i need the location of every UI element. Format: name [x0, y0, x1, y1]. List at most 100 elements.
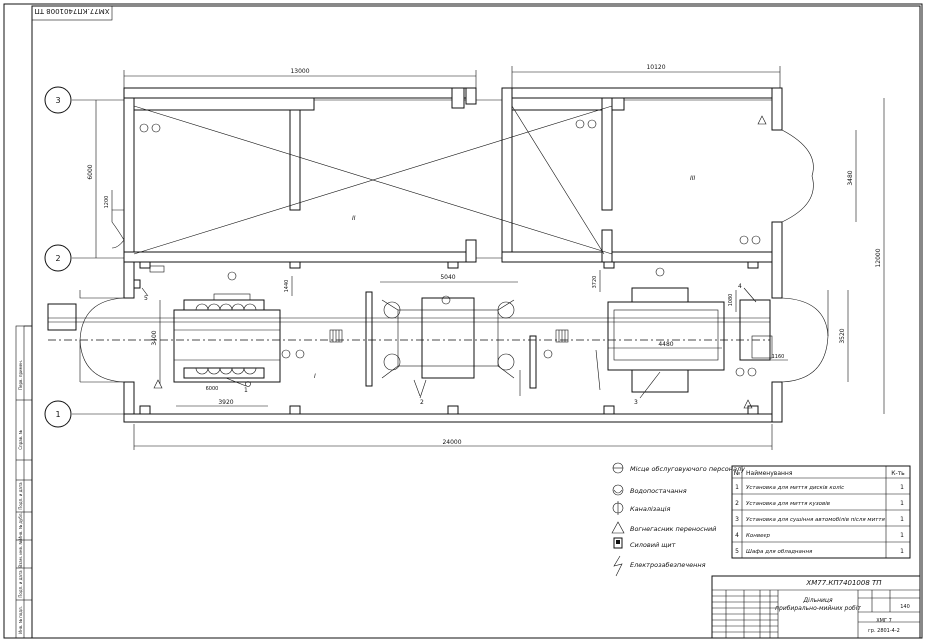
doors	[79, 129, 829, 383]
svg-text:1080: 1080	[728, 294, 734, 307]
svg-text:3920: 3920	[218, 399, 233, 406]
svg-text:4480: 4480	[658, 341, 673, 348]
svg-text:4: 4	[735, 532, 739, 539]
spec-row: 5 Шафа для обладнання 1	[735, 548, 904, 555]
svg-text:2: 2	[420, 399, 424, 406]
top-stamp-text: ХМ77.КП7401008 ТП	[34, 7, 109, 15]
title-block-code: ХМ77.КП7401008 ТП	[805, 579, 882, 587]
top-stamp-box	[31, 5, 113, 21]
svg-text:10120: 10120	[646, 64, 665, 71]
equipment-body-washer	[365, 291, 537, 397]
title-block-title-1: Дільниця	[802, 597, 833, 604]
svg-text:Найменування: Найменування	[746, 470, 793, 477]
axis-marker-3	[44, 86, 72, 114]
title-block-title-2: прибирально-мийних робіт	[775, 605, 861, 612]
legend-water: Водопостачання	[612, 484, 687, 496]
svg-text:Вогнегасник переносний: Вогнегасник переносний	[630, 525, 716, 533]
svg-text:2: 2	[55, 254, 60, 263]
plan-symbols	[133, 115, 767, 409]
title-block-sheet: 140	[900, 604, 910, 610]
svg-text:1: 1	[900, 516, 904, 523]
svg-text:2: 2	[735, 500, 739, 507]
svg-text:Місце обслуговуючого персоналу: Місце обслуговуючого персоналу	[630, 465, 745, 473]
svg-text:1: 1	[244, 387, 248, 394]
side-stamp: Перв. примен. Справ. № Подп. и дата Инв.…	[15, 325, 33, 639]
spec-row: 4 Конвеєр 1	[735, 532, 904, 539]
legend-extinguisher: Вогнегасник переносний	[611, 521, 716, 534]
svg-text:12000: 12000	[875, 248, 882, 267]
water-icon	[612, 484, 624, 496]
svg-text:Водопостачання: Водопостачання	[630, 487, 687, 495]
title-block: ХМ77.КП7401008 ТП Дільниця прибирально-м…	[711, 575, 921, 639]
svg-text:1: 1	[55, 410, 60, 419]
svg-text:24000: 24000	[442, 439, 461, 446]
legend: Місце обслуговуючого персоналу Водопоста…	[611, 462, 745, 577]
dimension-lines: 13000 10120 6000 1200 3480 12000 3520 34…	[87, 64, 885, 450]
svg-text:1: 1	[900, 548, 904, 555]
svg-text:Установка для сушіння автомобі: Установка для сушіння автомобілів після …	[746, 517, 886, 523]
svg-text:3720: 3720	[592, 276, 598, 289]
svg-text:5: 5	[144, 295, 148, 302]
svg-text:Подп. и дата: Подп. и дата	[18, 570, 23, 598]
svg-text:Установка для миття дисків кол: Установка для миття дисків коліс	[746, 485, 844, 491]
power-panel-icon	[613, 537, 623, 549]
title-block-org: гр. 2801-4-2	[868, 628, 900, 634]
svg-text:1440: 1440	[284, 280, 290, 293]
svg-text:3520: 3520	[839, 328, 846, 343]
svg-text:Силовий щит: Силовий щит	[630, 541, 676, 549]
inner-frame	[31, 5, 921, 639]
room-label-3: III	[690, 175, 696, 182]
svg-text:Установка для миття кузовів: Установка для миття кузовів	[746, 501, 830, 507]
triangle-icon	[611, 521, 625, 534]
legend-operator: Місце обслуговуючого персоналу	[612, 462, 745, 474]
svg-text:6000: 6000	[87, 164, 94, 179]
svg-text:Шафа для обладнання: Шафа для обладнання	[746, 549, 813, 555]
svg-text:№: №	[734, 470, 740, 477]
svg-text:К-ть: К-ть	[891, 470, 905, 477]
svg-text:Електрозабезпечення: Електрозабезпечення	[630, 561, 706, 569]
svg-text:13000: 13000	[290, 68, 309, 75]
equipment-dryer	[595, 287, 725, 393]
legend-electric: Електрозабезпечення	[613, 555, 706, 577]
legend-sewer: Каналізація	[612, 501, 670, 515]
svg-text:3: 3	[634, 399, 638, 406]
room-label-1: I	[314, 373, 316, 380]
svg-text:4: 4	[738, 283, 742, 290]
section-diagonals	[133, 105, 613, 255]
svg-text:1: 1	[900, 484, 904, 491]
floor-drains	[329, 329, 569, 343]
svg-text:1: 1	[900, 532, 904, 539]
axis-marker-2	[44, 244, 72, 272]
svg-text:1200: 1200	[104, 196, 110, 209]
conveyor-line	[47, 299, 773, 361]
svg-text:Перв. примен.: Перв. примен.	[18, 360, 23, 390]
svg-text:Справ. №: Справ. №	[18, 430, 23, 449]
svg-text:1: 1	[735, 484, 739, 491]
legend-power: Силовий щит	[613, 537, 676, 549]
svg-text:3400: 3400	[151, 330, 158, 345]
svg-text:Конвеєр: Конвеєр	[746, 533, 771, 539]
equipment-wheel-washer	[173, 293, 281, 387]
svg-text:1160: 1160	[772, 354, 785, 360]
svg-text:6000: 6000	[206, 386, 219, 392]
svg-text:1: 1	[900, 500, 904, 507]
building-walls	[123, 87, 783, 423]
svg-text:5040: 5040	[440, 274, 455, 281]
axis-marker-1	[44, 400, 72, 428]
spec-table: № Найменування К-ть 1 Установка для митт…	[731, 465, 911, 559]
svg-text:Подп. и дата: Подп. и дата	[18, 482, 23, 510]
title-block-group: ХМГ 7	[876, 618, 892, 624]
svg-text:3: 3	[735, 516, 739, 523]
room-label-2: II	[352, 215, 356, 222]
callout-markers: 1 2 3 4 5	[141, 283, 757, 406]
svg-text:Инв. № подл.: Инв. № подл.	[18, 606, 23, 634]
svg-text:Каналізація: Каналізація	[630, 505, 670, 513]
lightning-icon	[613, 555, 623, 577]
svg-text:5: 5	[735, 548, 739, 555]
svg-text:3: 3	[55, 96, 60, 105]
spec-row: 1 Установка для миття дисків коліс 1	[735, 484, 904, 491]
svg-text:3480: 3480	[847, 170, 854, 185]
spec-row: 3 Установка для сушіння автомобілів післ…	[735, 516, 904, 523]
svg-text:Взам. инв. №: Взам. инв. №	[18, 540, 23, 567]
